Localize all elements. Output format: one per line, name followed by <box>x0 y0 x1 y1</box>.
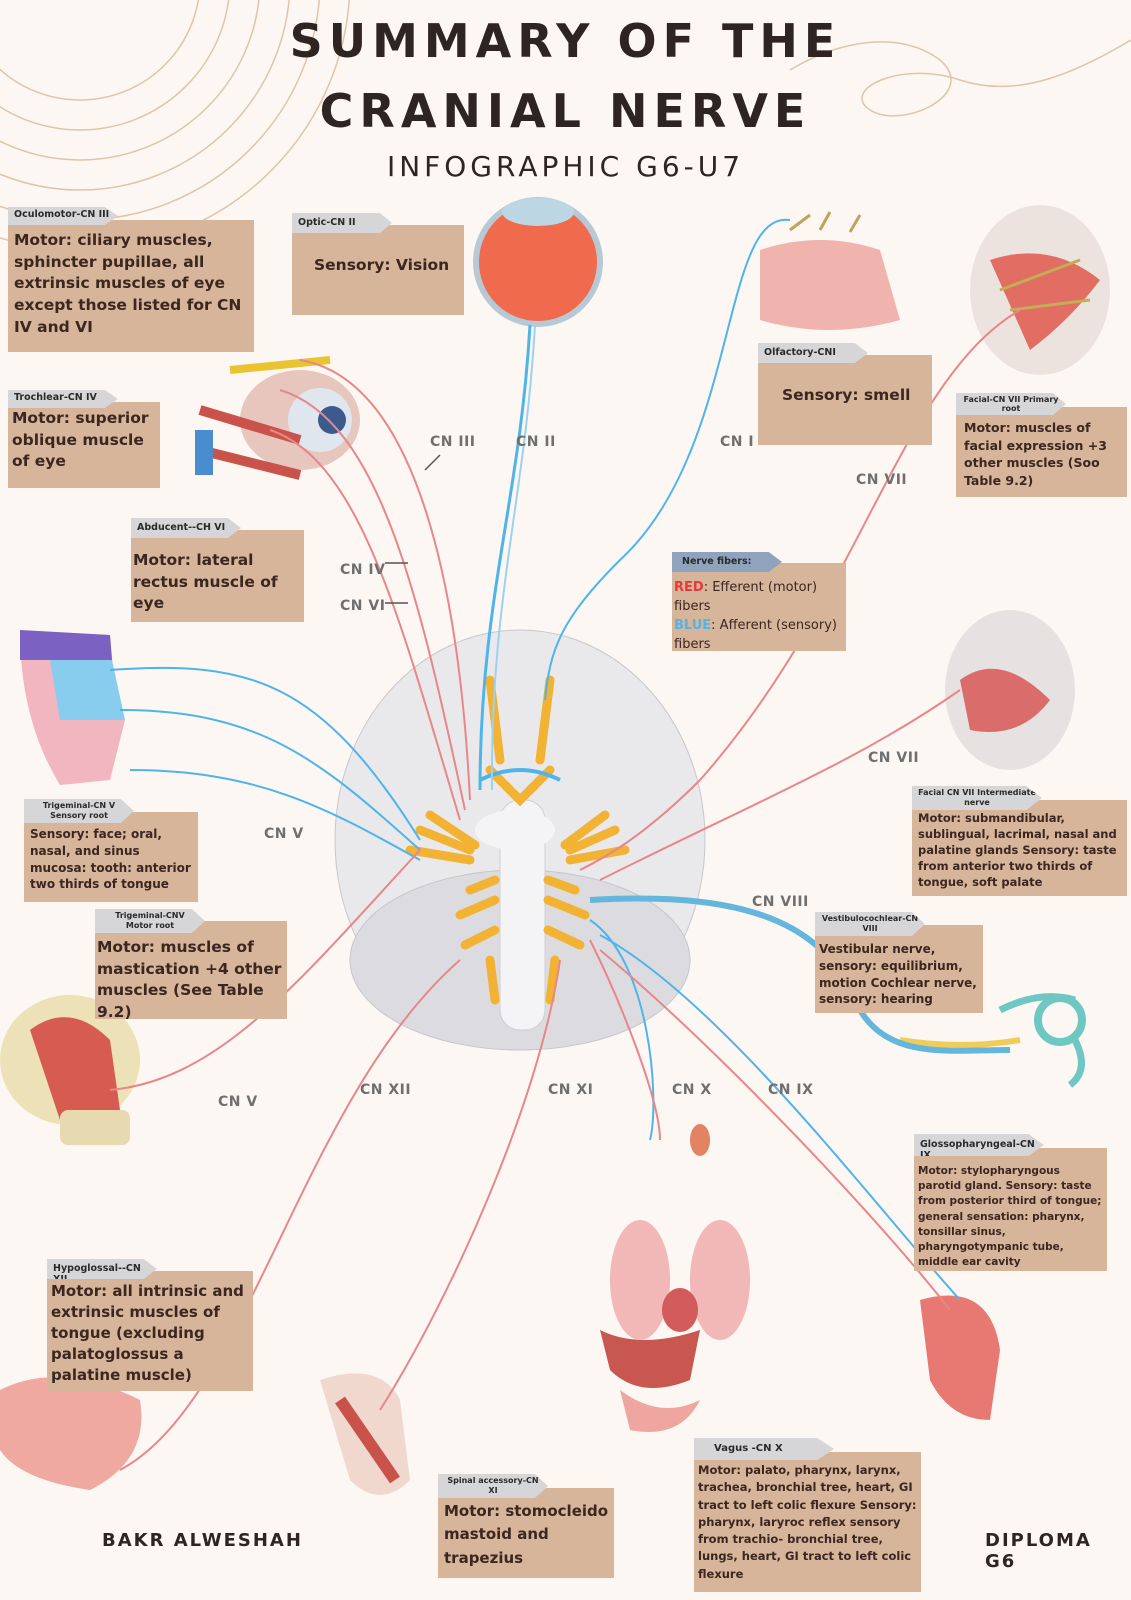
optic-box: Sensory: Vision <box>292 225 464 315</box>
eyeball-illustration <box>473 197 603 327</box>
hypoglossal-text: Motor: all intrinsic and extrinsic muscl… <box>51 1282 244 1384</box>
label-cn1: CN I <box>720 434 755 450</box>
oculomotor-box: Motor: ciliary muscles, sphincter pupill… <box>8 220 254 352</box>
label-cn11: CN XI <box>548 1082 594 1098</box>
optic-text: Sensory: Vision <box>314 256 450 274</box>
facial-primary-text: Motor: muscles of facial expression +3 o… <box>964 420 1107 488</box>
legend-red-key: RED <box>674 580 704 595</box>
vagus-text: Motor: palato, pharynx, larynx, trachea,… <box>698 1463 917 1581</box>
oculomotor-text: Motor: ciliary muscles, sphincter pupill… <box>14 231 242 336</box>
brain-illustration <box>334 629 706 1051</box>
glossopharyngeal-tab: Glossopharyngeal-CN IX <box>914 1134 1044 1156</box>
olfactory-tab: Olfactory-CNI <box>758 343 868 363</box>
label-cn4: CN IV <box>340 562 386 578</box>
facial-primary-tab: Facial-CN VII Primary root <box>956 393 1066 415</box>
neck-muscles-illustration <box>320 1373 410 1495</box>
trigeminal-motor-tab: Trigeminal-CNV Motor root <box>95 909 205 933</box>
trigeminal-motor-box: Motor: muscles of mastication +4 other m… <box>95 921 287 1021</box>
vagus-box: Motor: palato, pharynx, larynx, trachea,… <box>694 1452 921 1592</box>
vestibulocochlear-text: Vestibular nerve, sensory: equilibrium, … <box>819 942 977 1007</box>
trigeminal-sensory-text: Sensory: face; oral, nasal, and sinus mu… <box>30 827 191 892</box>
olfactory-text: Sensory: smell <box>782 386 911 404</box>
eye-muscles-illustration <box>195 356 360 480</box>
label-cn8: CN VIII <box>752 894 809 910</box>
label-cn5-upper: CN V <box>264 826 304 842</box>
facial-intermediate-tab: Facial CN VII Intermediate nerve <box>912 786 1042 810</box>
head-facial-muscles-illustration <box>970 205 1110 375</box>
inner-ear-illustration <box>899 993 1086 1088</box>
label-cn7-mid: CN VII <box>868 750 920 766</box>
label-cn12: CN XII <box>360 1082 412 1098</box>
subtitle: INFOGRAPHIC G6-U7 <box>386 150 745 183</box>
spinal-accessory-box: Motor: stomocleido mastoid and trapezius <box>438 1488 614 1578</box>
legend-box: RED: Efferent (motor) fibers BLUE: Affer… <box>672 563 846 654</box>
spinal-accessory-tab: Spinal accessory-CN XI <box>438 1474 548 1498</box>
glossopharyngeal-box: Motor: stylopharyngous parotid gland. Se… <box>914 1148 1107 1271</box>
label-cn7-top: CN VII <box>856 472 908 488</box>
label-cn6: CN VI <box>340 598 386 614</box>
oral-cavity-illustration <box>945 610 1075 770</box>
tongue-illustration <box>0 1377 142 1490</box>
trigeminal-sensory-box: Sensory: face; oral, nasal, and sinus mu… <box>24 812 198 902</box>
label-cn3: CN III <box>430 434 476 450</box>
label-cn10: CN X <box>672 1082 712 1098</box>
facial-intermediate-text: Motor: submandibular, sublingual, lacrim… <box>918 811 1117 890</box>
label-cn5-lower: CN V <box>218 1094 258 1110</box>
legend-text: RED: Efferent (motor) fibers BLUE: Affer… <box>674 579 844 654</box>
title-line-1: SUMMARY OF THE <box>289 14 842 68</box>
oculomotor-tab: Oculomotor-CN III <box>8 207 118 225</box>
label-cn9: CN IX <box>768 1082 814 1098</box>
vagus-tab: Vagus -CN X <box>694 1438 834 1460</box>
facial-intermediate-box: Motor: submandibular, sublingual, lacrim… <box>912 800 1127 896</box>
hypoglossal-tab: Hypoglossal--CN XII <box>47 1259 157 1279</box>
trigeminal-motor-text: Motor: muscles of mastication +4 other m… <box>97 938 282 1022</box>
legend-tab: Nerve fibers: <box>672 552 782 572</box>
trochlear-tab: Trochlear-CN IV <box>8 390 118 408</box>
trochlear-text: Motor: superior oblique muscle of eye <box>12 409 149 471</box>
vagus-organs-illustration <box>600 1124 750 1432</box>
legend-blue-key: BLUE <box>674 617 712 633</box>
glossopharyngeal-text: Motor: stylopharyngous parotid gland. Se… <box>918 1165 1102 1269</box>
footer-author: BAKR ALWESHAH <box>102 1530 303 1551</box>
trigeminal-sensory-tab: Trigeminal-CN V Sensory root <box>24 799 134 823</box>
vestibulocochlear-box: Vestibular nerve, sensory: equilibrium, … <box>815 925 983 1013</box>
abducent-box: Motor: lateral rectus muscle of eye <box>131 530 304 622</box>
nasal-cavity-illustration <box>760 211 900 330</box>
title-line-2: CRANIAL NERVE <box>319 84 812 138</box>
abducent-text: Motor: lateral rectus muscle of eye <box>133 551 278 613</box>
olfactory-box: Sensory: smell <box>758 355 932 445</box>
legend-red-text: : Efferent (motor) fibers <box>674 580 818 614</box>
abducent-tab: Abducent--CH VI <box>131 518 241 538</box>
facial-primary-box: Motor: muscles of facial expression +3 o… <box>956 407 1127 497</box>
footer-course: DIPLOMA G6 <box>985 1530 1092 1572</box>
spinal-accessory-text: Motor: stomocleido mastoid and trapezius <box>444 1502 609 1567</box>
face-sensory-map-illustration <box>20 630 125 785</box>
trochlear-box: Motor: superior oblique muscle of eye <box>8 402 160 488</box>
skull-masticatory-muscles-illustration <box>0 995 140 1145</box>
pharynx-illustration <box>920 1295 1000 1420</box>
hypoglossal-box: Motor: all intrinsic and extrinsic muscl… <box>47 1271 253 1391</box>
vestibulocochlear-tab: Vestibulocochlear-CN VIII <box>815 912 925 936</box>
label-cn2: CN II <box>516 434 556 450</box>
legend-blue-text: : Afferent (sensory) fibers <box>674 617 837 652</box>
optic-tab: Optic-CN II <box>292 213 392 233</box>
